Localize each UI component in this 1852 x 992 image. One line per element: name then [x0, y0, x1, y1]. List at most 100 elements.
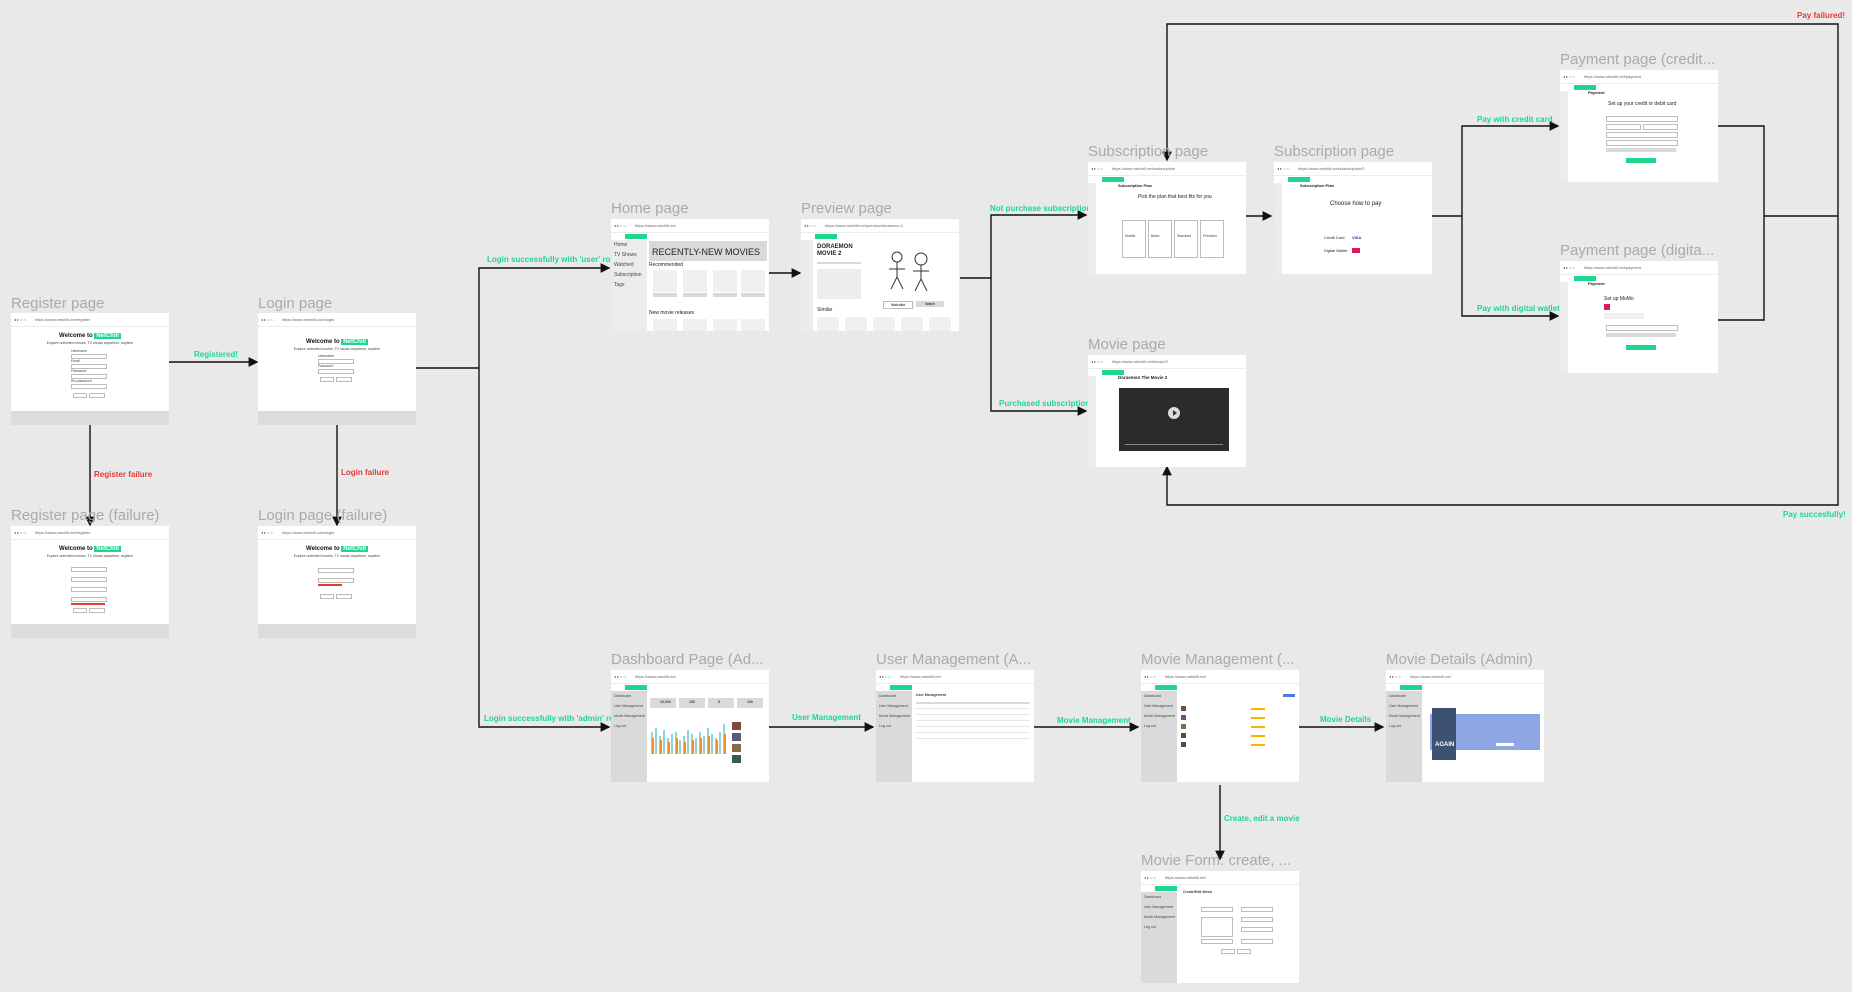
nav-movie-management[interactable]: Movie Management: [1389, 714, 1420, 718]
thumbnail-field[interactable]: [1201, 939, 1233, 944]
username-field[interactable]: [71, 354, 107, 359]
frame-dashboard[interactable]: ◂▸○⌂https://www.netchill.net Dashboard U…: [611, 670, 769, 782]
thumbnail[interactable]: [683, 319, 707, 331]
back-button[interactable]: [73, 393, 87, 398]
table-row[interactable]: [916, 738, 1030, 739]
frame-subscription-2[interactable]: ◂▸○⌂https://www.netchill.net/subscriptio…: [1274, 162, 1432, 274]
register-button[interactable]: [89, 608, 105, 613]
thumbnail[interactable]: [817, 317, 839, 331]
nav-home[interactable]: Home: [614, 242, 628, 248]
start-membership-button[interactable]: [1626, 158, 1656, 163]
play-icon[interactable]: [1168, 407, 1180, 419]
nav-dashboard[interactable]: Dashboard: [1389, 694, 1407, 698]
password-field[interactable]: [71, 587, 107, 592]
save-button[interactable]: [1237, 949, 1251, 954]
email-field[interactable]: [71, 577, 107, 582]
back-button[interactable]: [320, 594, 334, 599]
nav-user-management[interactable]: User Management: [1144, 905, 1173, 909]
nav-user-management[interactable]: User Management: [1389, 704, 1418, 708]
frame-payment-credit[interactable]: ◂▸○⌂https://www.netchill.net/payment Pay…: [1560, 70, 1718, 182]
login-button[interactable]: [336, 594, 352, 599]
frame-payment-wallet[interactable]: ◂▸○⌂https://www.netchill.net/payment Pay…: [1560, 261, 1718, 373]
watch-button[interactable]: Watch: [916, 301, 944, 307]
card-number-field[interactable]: [1606, 116, 1678, 122]
video-player[interactable]: [1119, 388, 1229, 451]
thumbnail[interactable]: [653, 319, 677, 331]
plan-card-standard[interactable]: Standard: [1174, 220, 1198, 258]
nav-user-management[interactable]: User Management: [1144, 704, 1173, 708]
last-name-field[interactable]: [1606, 140, 1678, 146]
add-movie-button[interactable]: [1283, 694, 1295, 697]
password-field[interactable]: [318, 369, 354, 374]
thumbnail[interactable]: [741, 270, 765, 292]
nav-user-management[interactable]: User Management: [879, 704, 908, 708]
frame-movie-management[interactable]: ◂▸○⌂https://www.netchill.net Dashboard U…: [1141, 670, 1299, 782]
password-field[interactable]: [71, 374, 107, 379]
nav-logout[interactable]: Log out: [1144, 724, 1156, 728]
thumbnail[interactable]: [683, 270, 707, 292]
table-row[interactable]: [916, 714, 1030, 715]
nav-tv-shows[interactable]: TV Shows: [614, 252, 637, 258]
progress-bar[interactable]: [1125, 444, 1223, 445]
nav-logout[interactable]: Log out: [879, 724, 891, 728]
nav-movie-management[interactable]: Movie Management: [614, 714, 645, 718]
username-field[interactable]: [71, 567, 107, 572]
cvv-field[interactable]: [1643, 124, 1678, 130]
thumbnail[interactable]: [713, 270, 737, 292]
plan-card-premium[interactable]: Premium: [1200, 220, 1224, 258]
frame-register[interactable]: ◂▸○⌂https://www.netchill.net/register We…: [11, 313, 169, 425]
password-field[interactable]: [318, 578, 354, 583]
frame-login[interactable]: ◂▸○⌂https://www.netchill.com/login Welco…: [258, 313, 416, 425]
frame-movie-details[interactable]: ◂▸○⌂https://www.netchill.net Dashboard U…: [1386, 670, 1544, 782]
nav-subscription[interactable]: Subscription: [614, 272, 642, 278]
nav-watched[interactable]: Watched: [614, 262, 634, 268]
description-field[interactable]: [1201, 917, 1233, 937]
nav-logout[interactable]: Log out: [1389, 724, 1401, 728]
thumbnail[interactable]: [713, 319, 737, 331]
repassword-field[interactable]: [71, 597, 107, 602]
frame-home[interactable]: ◂▸○⌂https://www.netchill.net Home TV Sho…: [611, 219, 769, 331]
login-button[interactable]: [336, 377, 352, 382]
nav-movie-management[interactable]: Movie Management: [879, 714, 910, 718]
nav-movie-management[interactable]: Movie Management: [1144, 714, 1175, 718]
frame-movie[interactable]: ◂▸○⌂https://www.netchill.net/movie/2 Dor…: [1088, 355, 1246, 467]
nav-user-management[interactable]: User Management: [614, 704, 643, 708]
thumbnail[interactable]: [929, 317, 951, 331]
table-row[interactable]: [916, 708, 1030, 709]
digital-wallet-option[interactable]: Digital Wallet: [1324, 248, 1348, 253]
thumbnail[interactable]: [845, 317, 867, 331]
expiry-field[interactable]: [1606, 124, 1641, 130]
frame-register-failure[interactable]: ◂▸○⌂https://www.netchill.net/register We…: [11, 526, 169, 638]
title-field[interactable]: [1201, 907, 1233, 912]
frame-login-failure[interactable]: ◂▸○⌂https://www.netchill.com/login Welco…: [258, 526, 416, 638]
nav-dashboard[interactable]: Dashboard: [879, 694, 897, 698]
video-field[interactable]: [1241, 939, 1273, 944]
thumbnail[interactable]: [653, 270, 677, 292]
start-membership-button[interactable]: [1626, 345, 1656, 350]
thumbnail[interactable]: [901, 317, 923, 331]
phone-field[interactable]: [1606, 325, 1678, 331]
email-field[interactable]: [71, 364, 107, 369]
nav-logout[interactable]: Log out: [614, 724, 626, 728]
plan-card-mobile[interactable]: Mobile: [1122, 220, 1146, 258]
edit-button[interactable]: [1496, 743, 1514, 746]
plan-card-basic[interactable]: Basic: [1148, 220, 1172, 258]
nav-tags[interactable]: Tags: [614, 282, 625, 288]
nav-logout[interactable]: Log out: [1144, 925, 1156, 929]
nav-dashboard[interactable]: Dashboard: [614, 694, 632, 698]
first-name-field[interactable]: [1606, 132, 1678, 138]
thumbnail[interactable]: [873, 317, 895, 331]
nav-dashboard[interactable]: Dashboard: [1144, 694, 1162, 698]
table-row[interactable]: [916, 732, 1030, 733]
repassword-field[interactable]: [71, 384, 107, 389]
table-row[interactable]: [916, 726, 1030, 727]
release-field[interactable]: [1241, 927, 1273, 932]
back-button[interactable]: [320, 377, 334, 382]
back-button[interactable]: [73, 608, 87, 613]
username-field[interactable]: [318, 359, 354, 364]
frame-preview[interactable]: ◂▸○⌂https://www.netchill.net/preview/dor…: [801, 219, 959, 331]
frame-subscription[interactable]: ◂▸○⌂https://www.netchill.net/subscriptio…: [1088, 162, 1246, 274]
thumbnail[interactable]: [741, 319, 765, 331]
frame-user-management[interactable]: ◂▸○⌂https://www.netchill.net Dashboard U…: [876, 670, 1034, 782]
genre-field[interactable]: [1241, 907, 1273, 912]
